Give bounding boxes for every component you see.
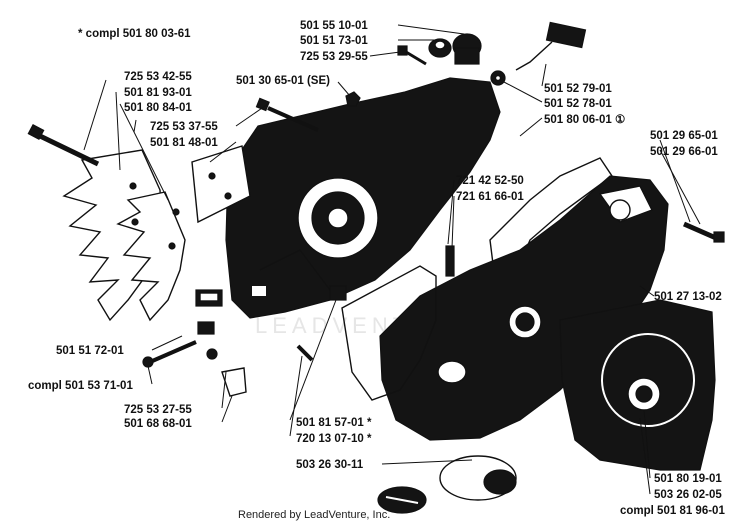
starter-housing-501-81-96-01: [559, 299, 716, 471]
spike-mount-holes: [129, 182, 180, 250]
gasket-501-81-57-01: [341, 265, 437, 401]
label-compl-501-81-96-01: compl 501 81 96-01: [620, 505, 725, 517]
label-501-51-73-01: 501 51 73-01: [300, 35, 368, 47]
crankcase: [379, 175, 669, 441]
screw-725-53-29-55: [397, 45, 427, 66]
fuel-cap-retainer: [439, 455, 517, 501]
chain-tensioner-block: [195, 289, 223, 307]
label-503-26-30-11: 503 26 30-11: [296, 459, 364, 471]
stud-720-13-07-10: [296, 344, 314, 362]
label-501-52-79-01: 501 52 79-01: [544, 83, 612, 95]
brake-handle-501-52-79-01: [515, 21, 587, 71]
chain-plate-501-81-48-01: [191, 145, 251, 224]
label-503-26-02-05: 503 26 02-05: [654, 489, 722, 501]
footer-credit: Rendered by LeadVenture, Inc.: [238, 509, 390, 521]
label-501-80-06-01: 501 80 06-01 ①: [544, 113, 626, 126]
label-501-55-10-01: 501 55 10-01: [300, 20, 368, 32]
adjuster-nut: [197, 321, 215, 335]
label-compl-501-53-71-01: compl 501 53 71-01: [28, 380, 133, 392]
part-labels: * compl 501 80 03-61 501 55 10-01 501 51…: [28, 20, 725, 517]
fuel-cap-503-26-30-11: [377, 486, 427, 514]
label-725-53-37-55: 725 53 37-55: [150, 121, 218, 133]
label-501-68-68-01: 501 68 68-01: [124, 418, 192, 430]
label-501-29-66-01: 501 29 66-01: [650, 146, 718, 158]
washer-501-52-78-01: [490, 70, 506, 86]
label-721-61-66-01: 721 61 66-01: [456, 191, 524, 203]
bolt-501-29-65-01: [682, 221, 725, 243]
bolt-725-53-42-55: [27, 123, 100, 167]
spring-clip: [445, 245, 455, 277]
label-compl-501-80-03-61: * compl 501 80 03-61: [78, 28, 191, 40]
label-501-81-57-01: 501 81 57-01 *: [296, 417, 372, 429]
tensioner-screw-501-51-72-01: [142, 340, 197, 368]
bracket-501-68-68-01: [206, 348, 247, 397]
label-501-52-78-01: 501 52 78-01: [544, 98, 612, 110]
clutch-cover: [225, 77, 501, 319]
label-721-42-52-50: 721 42 52-50: [456, 175, 524, 187]
label-725-53-27-55: 725 53 27-55: [124, 404, 192, 416]
label-501-27-13-02: 501 27 13-02: [654, 291, 722, 303]
label-501-80-84-01: 501 80 84-01: [124, 102, 192, 114]
label-501-29-65-01: 501 29 65-01: [650, 130, 718, 142]
leader-lines: [83, 24, 701, 495]
oil-cap: [452, 33, 482, 65]
label-720-13-07-10: 720 13 07-10 *: [296, 433, 372, 445]
label-501-80-19-01: 501 80 19-01: [654, 473, 722, 485]
bar-nut: [428, 38, 452, 58]
label-501-30-65-01: 501 30 65-01 (SE): [236, 75, 330, 87]
label-725-53-42-55: 725 53 42-55: [124, 71, 192, 83]
label-501-81-93-01: 501 81 93-01: [124, 87, 192, 99]
chain-catcher: [329, 285, 347, 301]
label-501-51-72-01: 501 51 72-01: [56, 345, 124, 357]
label-501-81-48-01: 501 81 48-01: [150, 137, 218, 149]
label-725-53-29-55: 725 53 29-55: [300, 51, 368, 63]
